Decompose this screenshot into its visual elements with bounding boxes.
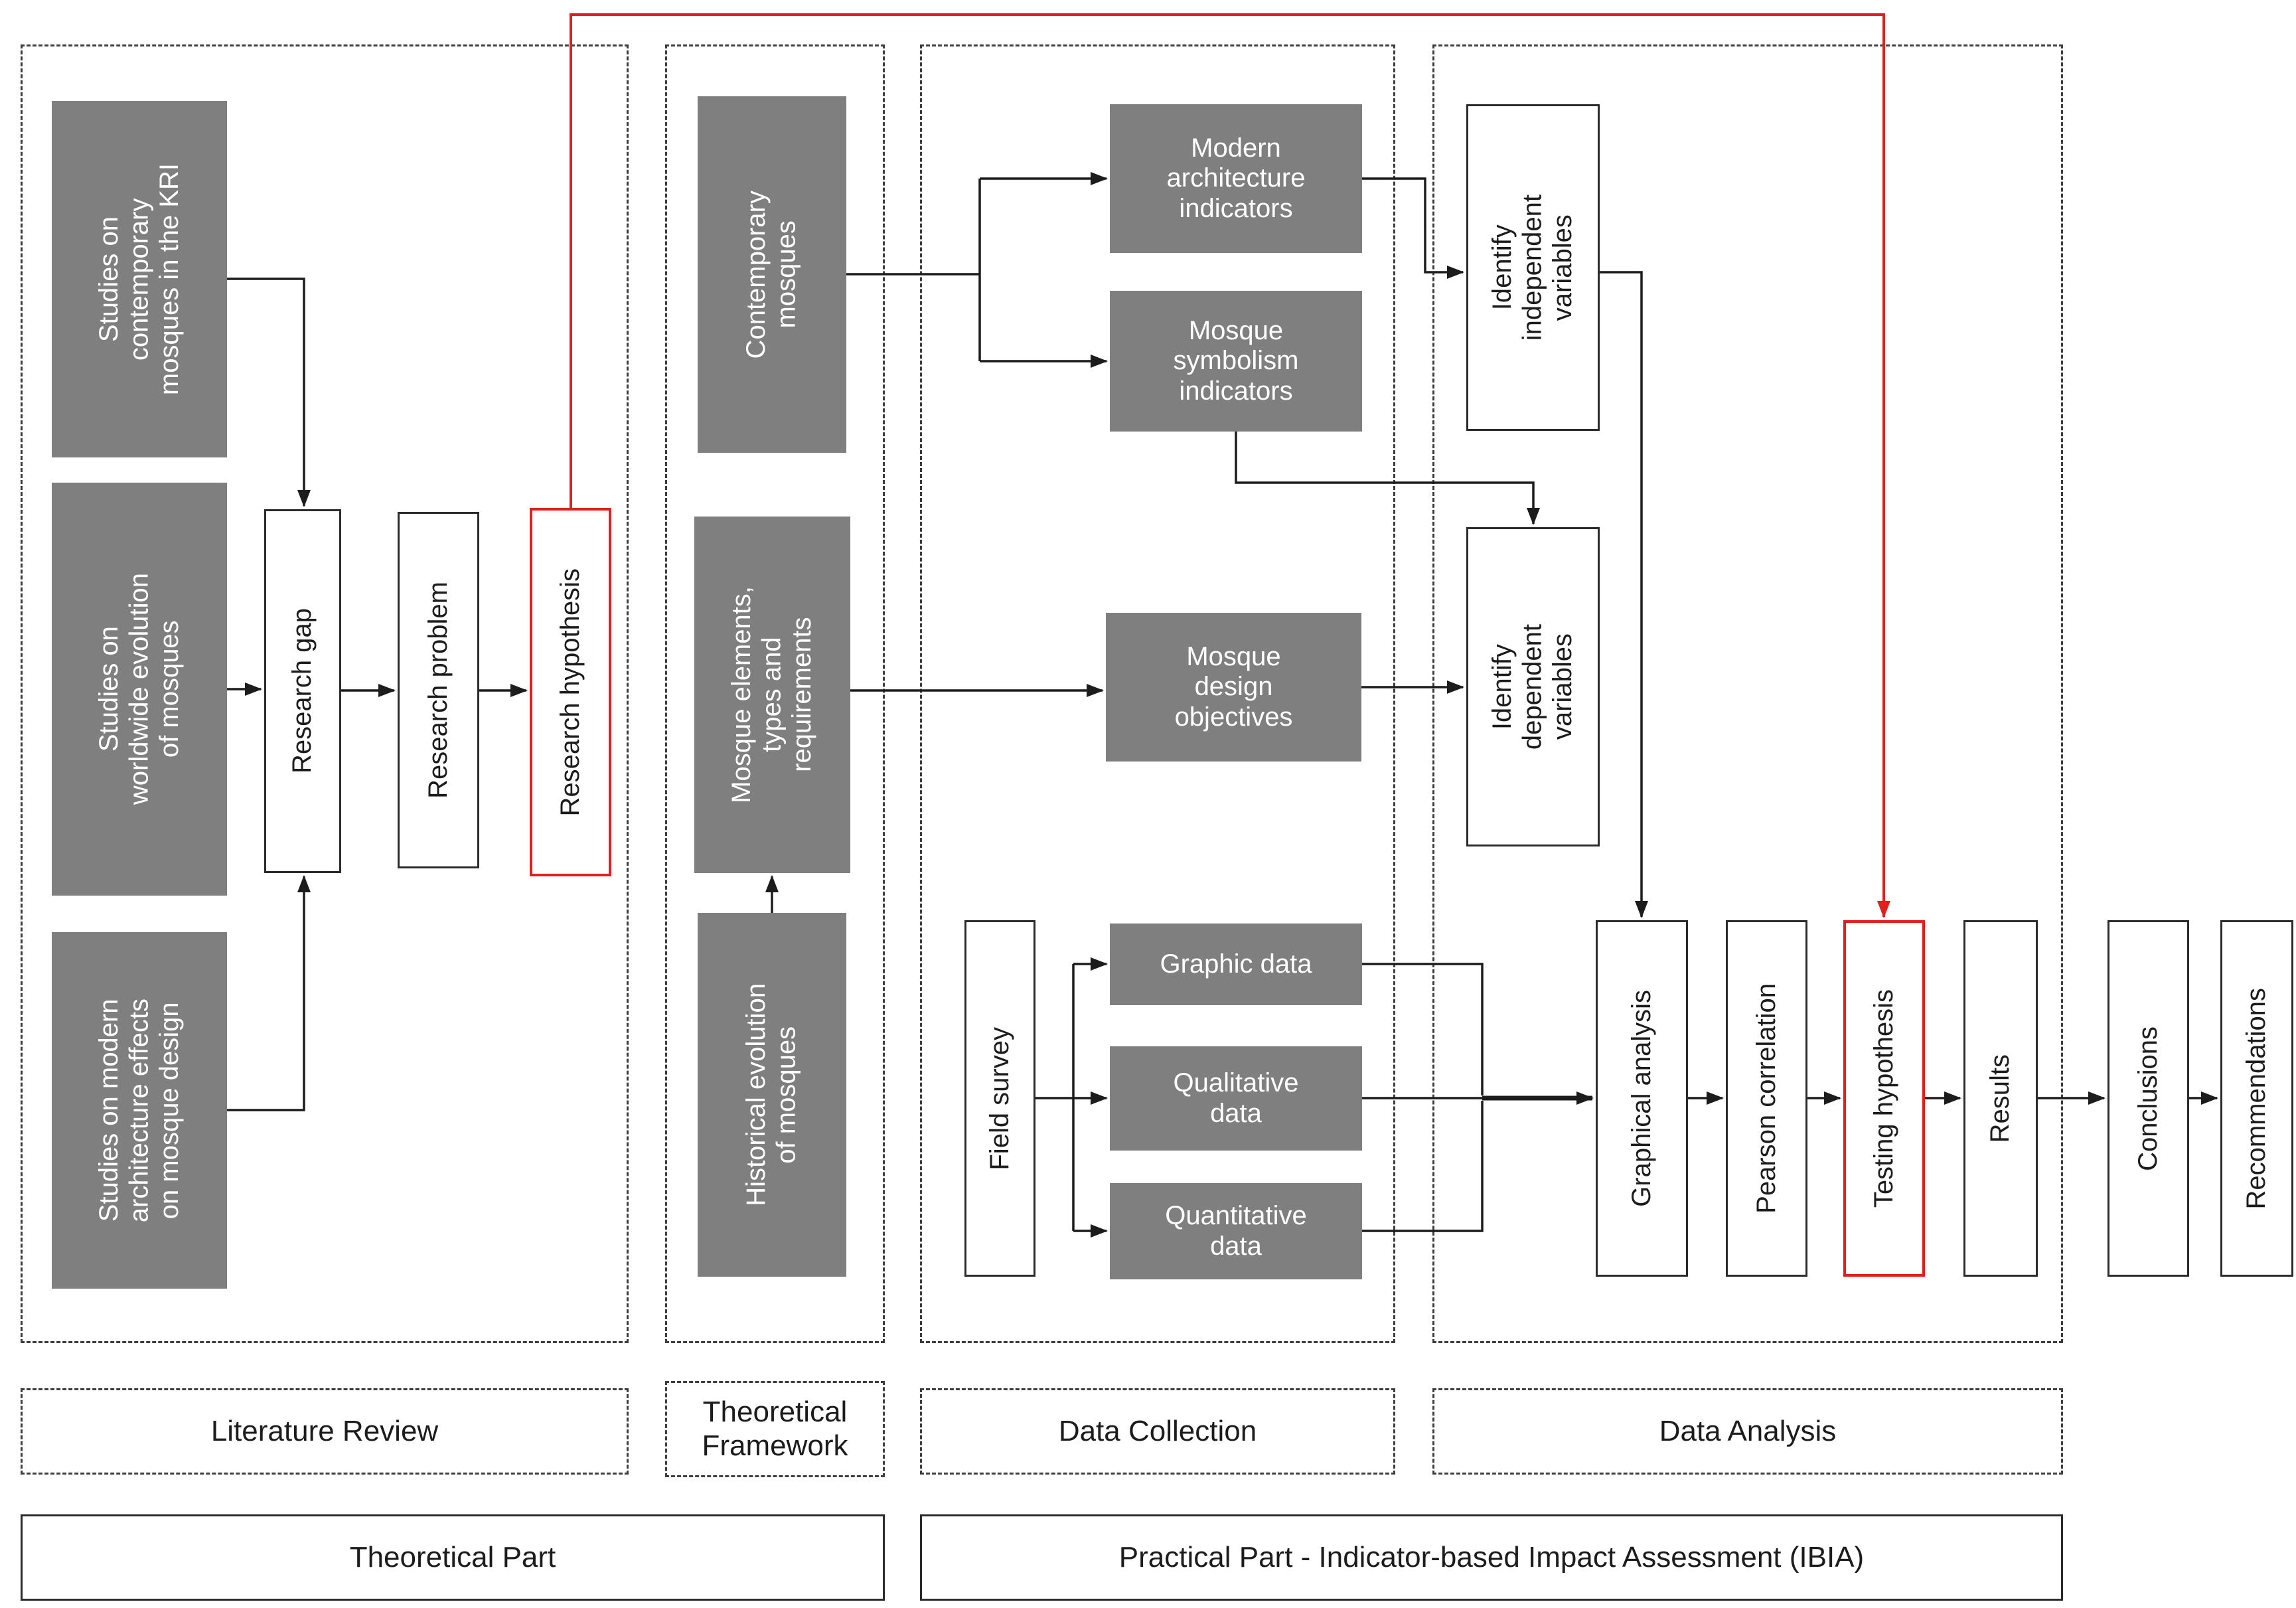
node-mosque-elements: Mosque elements, types and requirements [694, 517, 850, 873]
node-label: Mosque design objectives [1174, 641, 1293, 732]
node-graphical-analysis: Graphical analysis [1596, 920, 1688, 1277]
node-label: Contemporary mosques [741, 190, 801, 359]
section-label-text: Theoretical Framework [702, 1395, 848, 1462]
part-label-text: Practical Part - Indicator-based Impact … [1118, 1541, 1865, 1573]
node-conclusions: Conclusions [2107, 920, 2189, 1277]
node-label: Recommendations [2242, 987, 2271, 1210]
node-label: Research gap [287, 608, 317, 774]
node-studies-modern-architecture: Studies on modern architecture effects o… [52, 932, 227, 1289]
section-label-theoretical-framework: Theoretical Framework [665, 1381, 885, 1477]
node-label: Identify independent variables [1488, 194, 1578, 341]
node-testing-hypothesis: Testing hypothesis [1843, 920, 1925, 1277]
node-label: Conclusions [2133, 1026, 2163, 1171]
node-label: Studies on contemporary mosques in the K… [94, 163, 184, 396]
node-label: Pearson correlation [1751, 983, 1781, 1214]
node-pearson-correlation: Pearson correlation [1726, 920, 1807, 1277]
node-mosque-design-objectives: Mosque design objectives [1106, 613, 1361, 762]
node-label: Graphic data [1160, 949, 1312, 979]
node-label: Identify dependent variables [1488, 623, 1578, 750]
node-label: Field survey [984, 1026, 1014, 1170]
node-identify-dependent-variables: Identify dependent variables [1466, 527, 1600, 846]
node-label: Quantitative data [1165, 1200, 1307, 1261]
node-label: Modern architecture indicators [1166, 133, 1306, 223]
node-modern-architecture-indicators: Modern architecture indicators [1110, 104, 1362, 253]
node-results: Results [1963, 920, 2038, 1277]
part-label-text: Theoretical Part [349, 1541, 556, 1573]
node-label: Studies on worldwide evolution of mosque… [94, 573, 184, 805]
node-label: Research hypothesis [555, 568, 585, 817]
node-research-problem: Research problem [398, 512, 479, 868]
section-label-data-collection: Data Collection [920, 1388, 1395, 1475]
node-research-hypothesis: Research hypothesis [530, 508, 611, 876]
node-label: Graphical analysis [1626, 990, 1656, 1207]
node-graphic-data: Graphic data [1110, 924, 1362, 1005]
node-label: Historical evolution of mosques [741, 983, 801, 1206]
part-label-practical: Practical Part - Indicator-based Impact … [920, 1514, 2063, 1601]
node-recommendations: Recommendations [2220, 920, 2293, 1277]
part-label-theoretical: Theoretical Part [21, 1514, 885, 1601]
node-label: Research problem [423, 582, 453, 799]
section-label-text: Data Collection [1058, 1414, 1257, 1447]
node-mosque-symbolism-indicators: Mosque symbolism indicators [1110, 291, 1362, 432]
node-field-survey: Field survey [964, 920, 1035, 1277]
node-contemporary-mosques: Contemporary mosques [698, 96, 846, 453]
section-label-data-analysis: Data Analysis [1432, 1388, 2063, 1475]
node-label: Mosque symbolism indicators [1173, 315, 1299, 406]
section-label-text: Data Analysis [1659, 1414, 1837, 1447]
section-label-text: Literature Review [210, 1414, 439, 1447]
node-research-gap: Research gap [264, 509, 341, 873]
node-label: Studies on modern architecture effects o… [94, 998, 184, 1223]
section-label-literature-review: Literature Review [21, 1388, 629, 1475]
node-historical-evolution: Historical evolution of mosques [698, 913, 846, 1277]
node-qualitative-data: Qualitative data [1110, 1046, 1362, 1151]
node-studies-contemporary-mosques-kri: Studies on contemporary mosques in the K… [52, 101, 227, 457]
node-label: Mosque elements, types and requirements [727, 586, 817, 803]
node-studies-worldwide-evolution: Studies on worldwide evolution of mosque… [52, 483, 227, 896]
node-quantitative-data: Quantitative data [1110, 1183, 1362, 1279]
node-label: Results [1985, 1054, 2015, 1143]
node-identify-independent-variables: Identify independent variables [1466, 104, 1600, 431]
node-label: Qualitative data [1173, 1068, 1299, 1128]
node-label: Testing hypothesis [1869, 989, 1898, 1208]
